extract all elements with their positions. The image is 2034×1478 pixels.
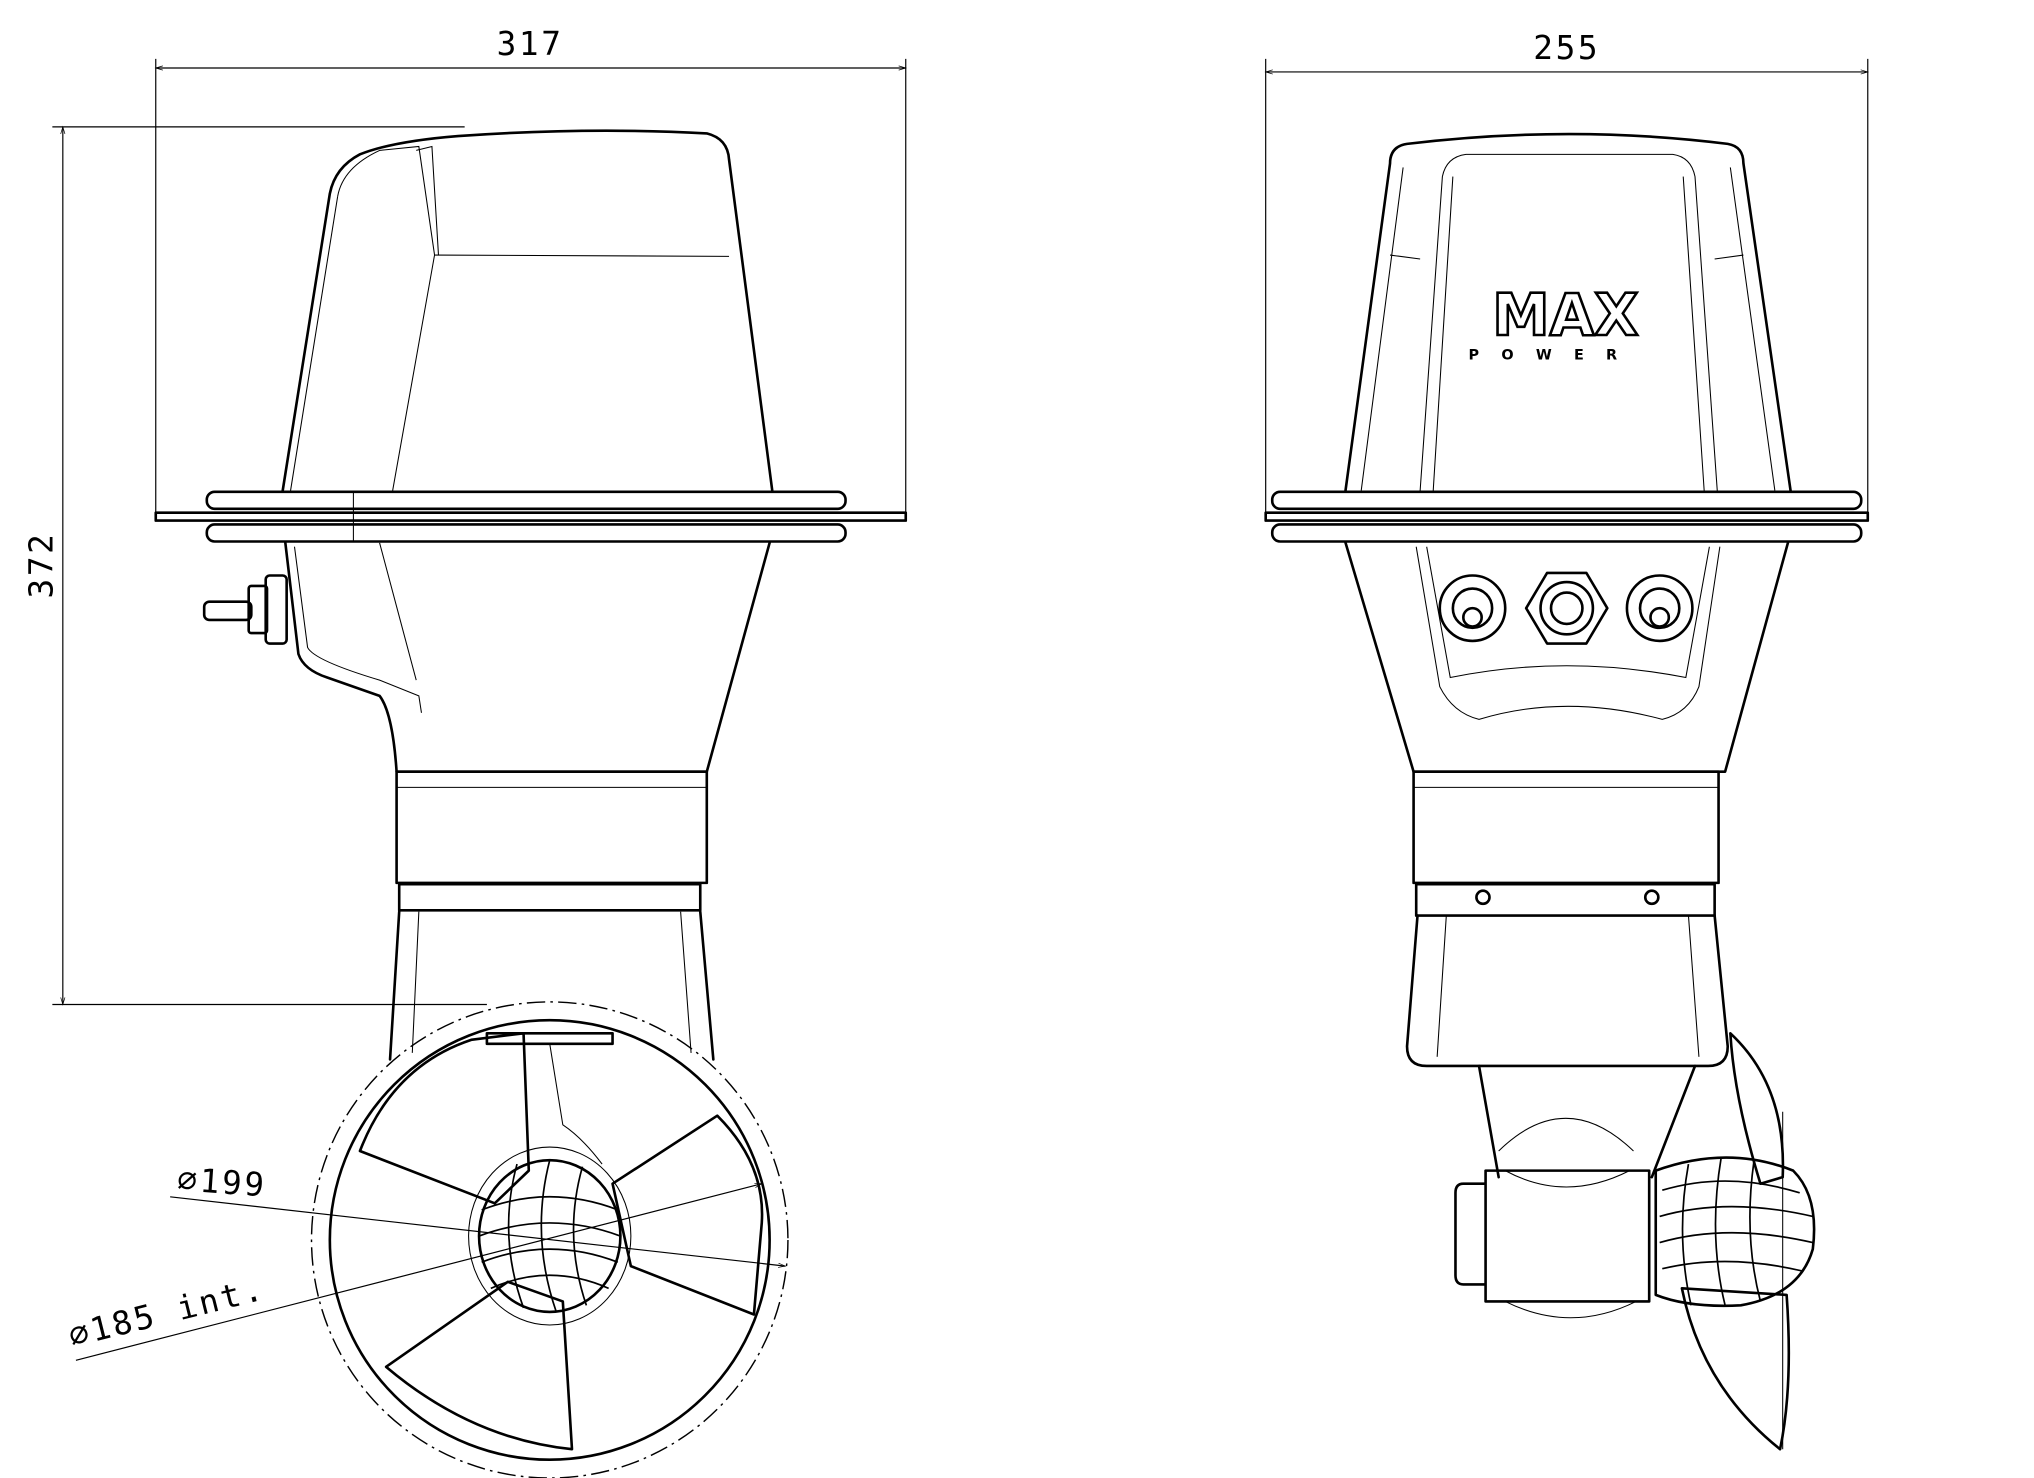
inner-diameter-label: ∅185 int.: [65, 1270, 269, 1355]
column-ring: [1414, 882, 1716, 917]
terminal-right: [1625, 574, 1694, 643]
side-view: 317 372: [22, 25, 908, 1478]
column: [1412, 770, 1720, 885]
lower-flange: [1270, 523, 1863, 543]
outer-diameter-label: ∅199: [176, 1160, 268, 1204]
column-ring: [397, 882, 702, 912]
cable-connector: [202, 574, 288, 645]
front-view: 255 MAX POWER: [1264, 29, 1870, 1451]
propeller-blade: [1729, 1031, 1785, 1186]
upper-flange: [1270, 490, 1863, 511]
mounting-plate: [1264, 511, 1870, 522]
propeller-blade: [384, 1280, 574, 1451]
tunnel-outer-circle: [310, 1001, 789, 1478]
propeller-hub: [1654, 1156, 1816, 1308]
dimension-255: 255: [1264, 29, 1870, 513]
lower-housing: [1344, 541, 1790, 774]
width-label-317: 317: [497, 25, 564, 63]
max-power-logo: MAX POWER: [1469, 281, 1640, 364]
upper-flange: [205, 490, 847, 511]
propeller-blade: [611, 1114, 764, 1316]
column: [395, 770, 709, 885]
gear-housing: [1405, 914, 1730, 1068]
cable-gland: [1524, 571, 1609, 645]
propeller-blade: [358, 1031, 531, 1205]
lower-flange: [205, 523, 847, 543]
upper-housing: [281, 129, 774, 492]
propeller-blade: [1680, 1287, 1791, 1451]
propeller-hub: [468, 1146, 632, 1326]
logo-power: POWER: [1469, 348, 1640, 364]
tunnel-inner-circle: [328, 1018, 771, 1461]
dimension-372: 372: [22, 125, 487, 1006]
logo-max: MAX: [1492, 282, 1638, 349]
dimension-317: 317: [154, 25, 907, 513]
gear-leg: [1477, 1064, 1697, 1179]
width-label-255: 255: [1533, 29, 1600, 67]
motor-pod: [1454, 1169, 1651, 1303]
lower-housing: [284, 541, 771, 774]
height-label-372: 372: [22, 532, 60, 599]
terminal-left: [1438, 574, 1507, 643]
gear-leg: [388, 910, 715, 1061]
upper-housing: [1344, 132, 1792, 492]
mounting-plate: [154, 511, 908, 522]
